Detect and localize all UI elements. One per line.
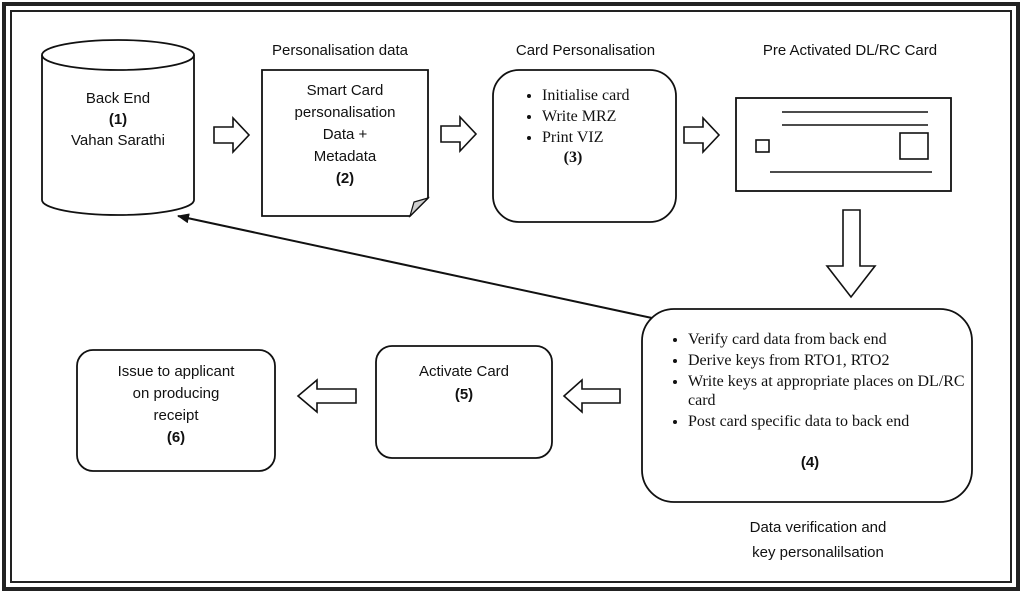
issue-line-3: receipt — [153, 407, 199, 424]
list-item: Write MRZ — [542, 107, 682, 126]
backend-label: Back End (1) Vahan Sarathi — [55, 88, 181, 151]
list-item: Write keys at appropriate places on DL/R… — [688, 372, 973, 410]
issue-text: Issue to applicant on producing receipt … — [81, 361, 271, 449]
backend-subtitle: Vahan Sarathi — [71, 132, 165, 149]
pre-activated-heading: Pre Activated DL/RC Card — [762, 42, 938, 59]
doc-line-4: Metadata — [313, 148, 377, 165]
caption-line-1: Data verification and — [749, 519, 887, 536]
list-item: Verify card data from back end — [688, 330, 973, 349]
activate-label: Activate Card — [418, 363, 510, 380]
card-personalisation-heading: Card Personalisation — [515, 42, 656, 59]
feedback-arrow — [177, 213, 653, 319]
arrow-right-1 — [213, 115, 251, 155]
verification-box — [641, 308, 973, 503]
backend-cylinder — [41, 39, 195, 216]
arrow-down — [825, 209, 877, 299]
list-item: Derive keys from RTO1, RTO2 — [688, 351, 973, 370]
personalisation-data-heading: Personalisation data — [272, 42, 408, 59]
issue-line-1: Issue to applicant — [117, 363, 235, 380]
card-personalisation-number: (3) — [563, 149, 583, 166]
verification-list: Verify card data from back end Derive ke… — [666, 330, 973, 433]
issue-line-2: on producing — [132, 385, 220, 402]
doc-line-2: personalisation — [294, 104, 396, 121]
activate-card-text: Activate Card (5) — [380, 360, 548, 406]
card-personalisation-box — [492, 69, 677, 223]
doc-line-1: Smart Card — [306, 82, 384, 99]
personalisation-document-text: Smart Card personalisation Data + Metada… — [264, 80, 426, 190]
pre-activated-card-shape — [735, 97, 952, 192]
arrow-right-2 — [440, 114, 478, 154]
list-item: Post card specific data to back end — [688, 412, 973, 431]
doc-number: (2) — [335, 170, 355, 187]
activate-card-box — [375, 345, 553, 459]
verification-caption: Data verification and key personalilsati… — [708, 515, 928, 565]
backend-number: (1) — [108, 111, 128, 128]
card-chip — [755, 139, 770, 153]
backend-title: Back End — [85, 90, 151, 107]
issue-number: (6) — [166, 429, 186, 446]
outer-border-inner — [10, 10, 1012, 583]
verification-number: (4) — [800, 454, 820, 471]
card-photo — [899, 132, 929, 160]
activate-number: (5) — [454, 386, 474, 403]
list-item: Initialise card — [542, 86, 682, 105]
list-item: Print VIZ — [542, 128, 682, 147]
arrow-left-2 — [296, 378, 357, 414]
issue-box — [76, 349, 276, 472]
doc-line-3: Data + — [322, 126, 368, 143]
arrow-left-1 — [562, 378, 621, 414]
personalisation-document — [261, 69, 431, 219]
caption-line-2: key personalilsation — [752, 544, 884, 561]
card-personalisation-list: Initialise card Write MRZ Print VIZ — [520, 86, 682, 149]
arrow-right-3 — [683, 115, 721, 155]
